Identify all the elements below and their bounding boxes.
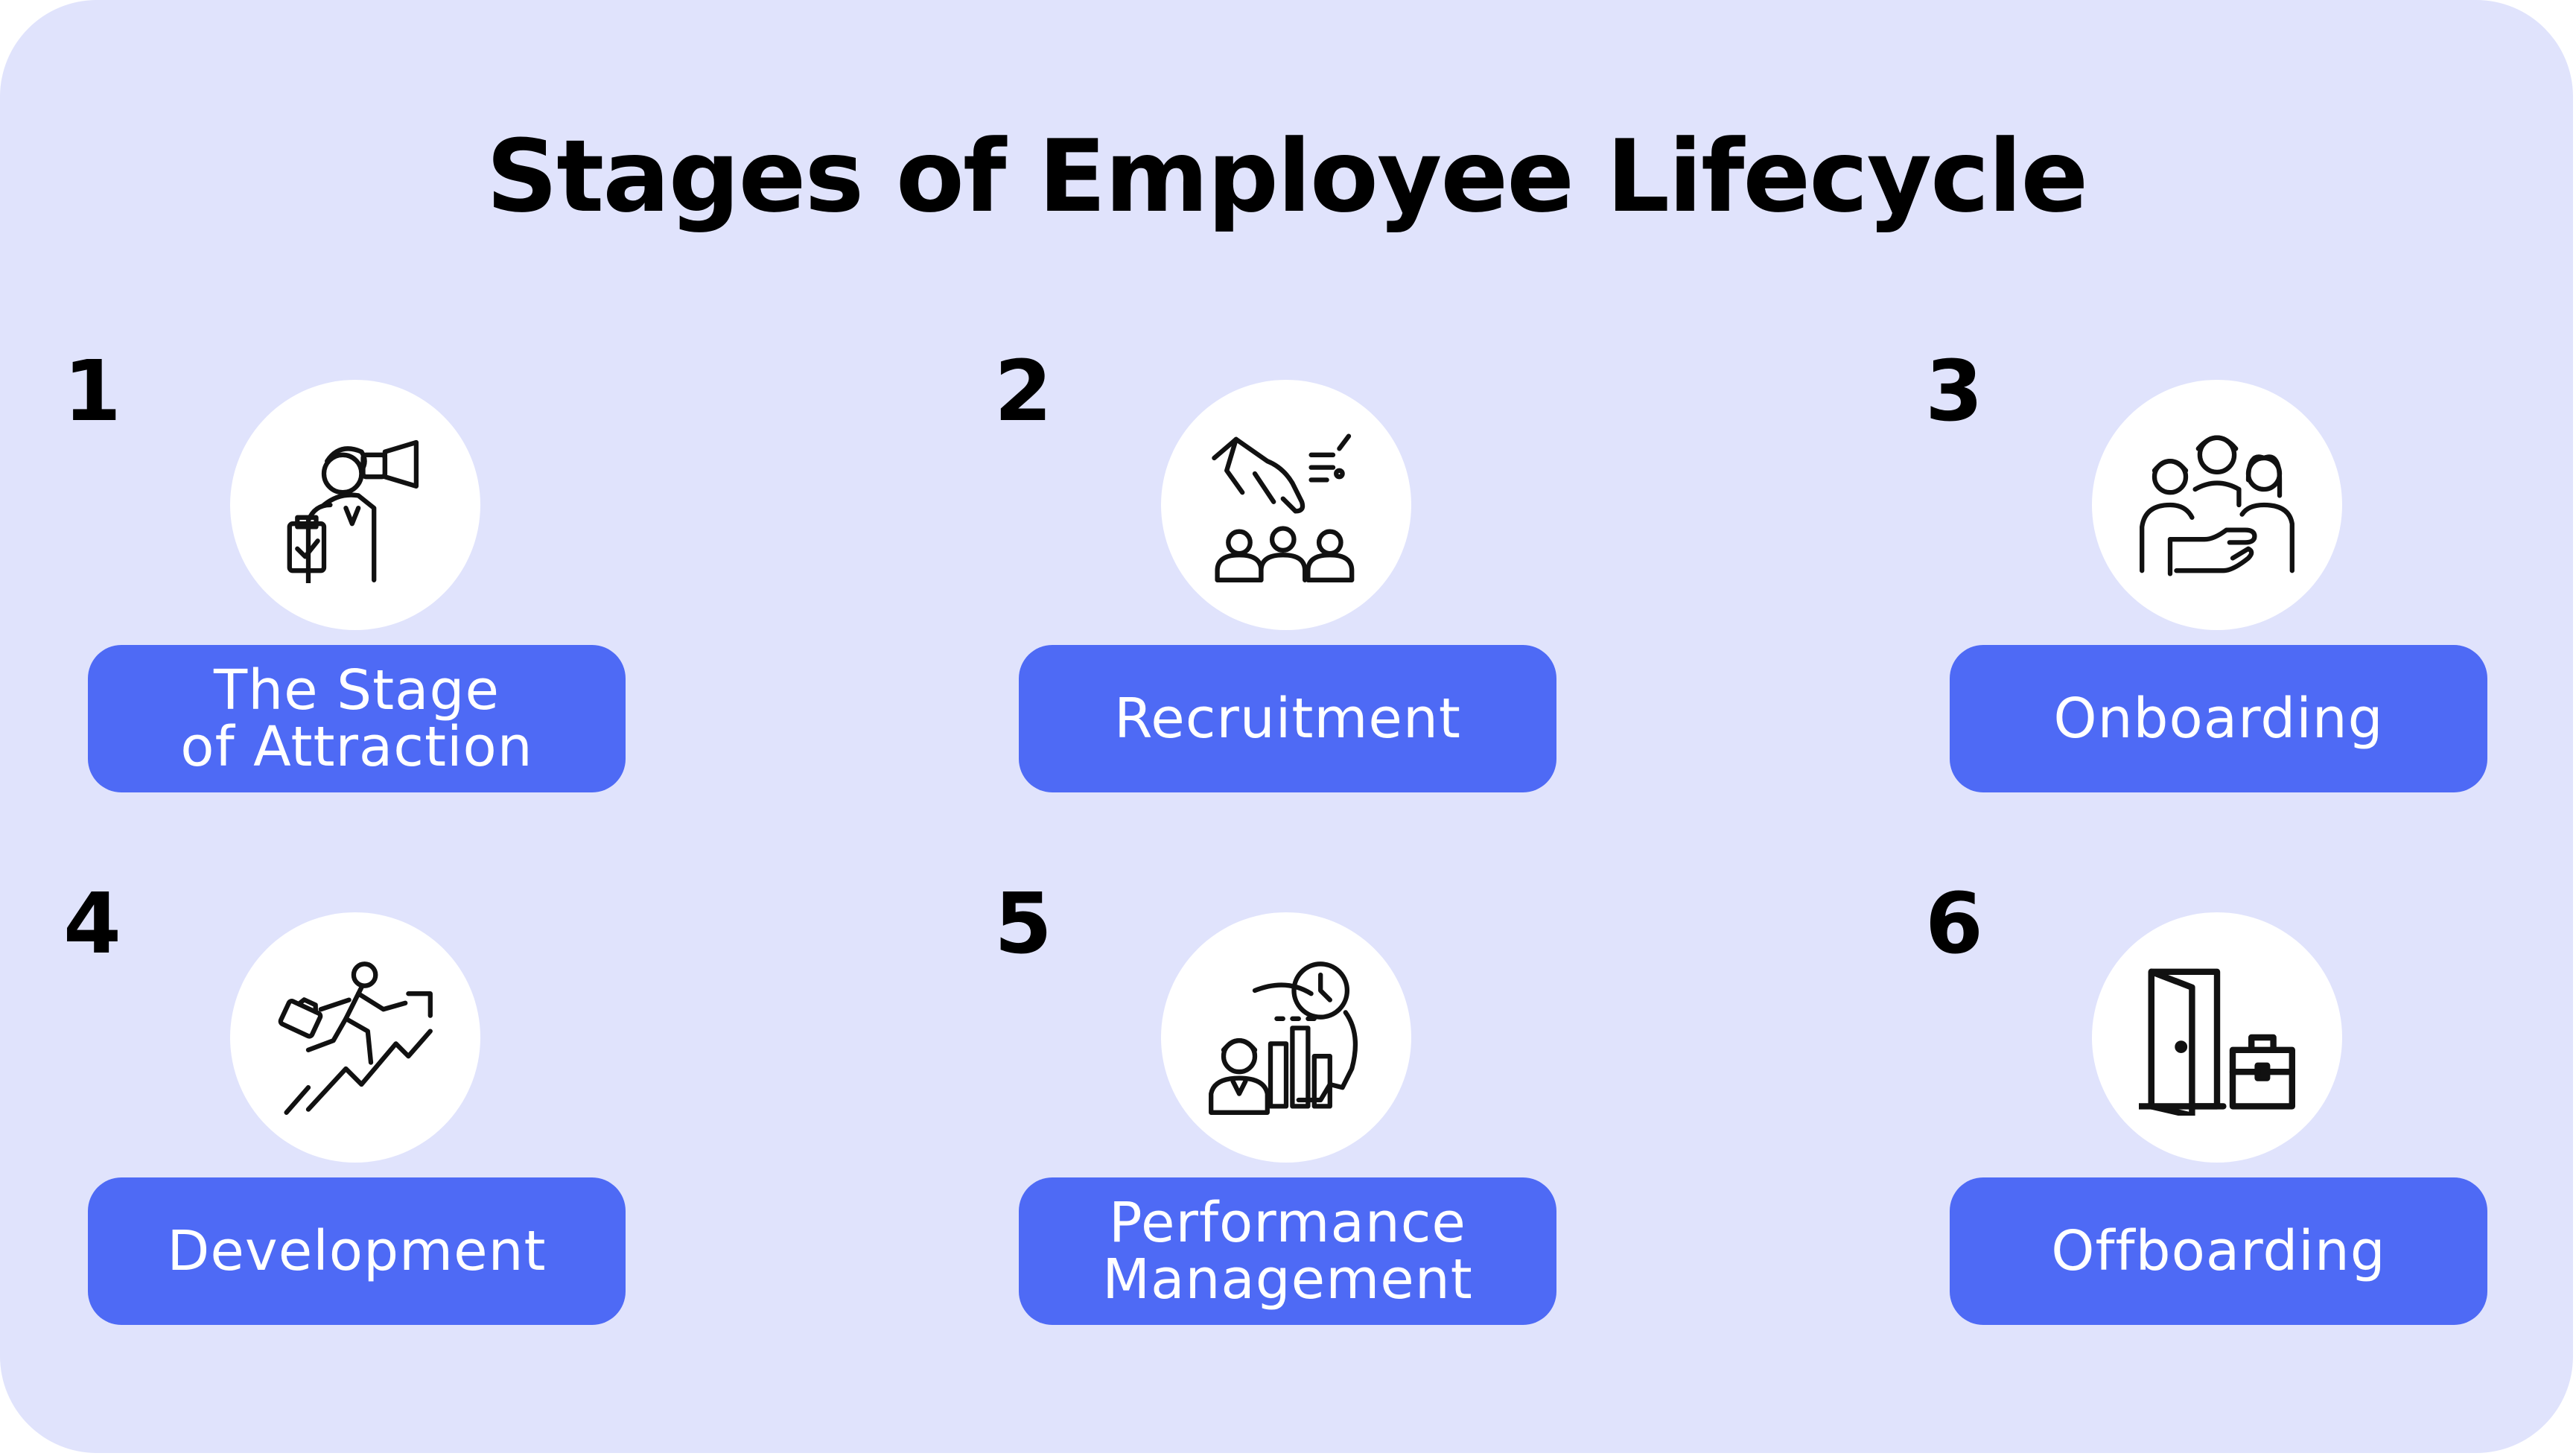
stage-label: Onboarding bbox=[2053, 687, 2384, 751]
stage-recruitment: 2 Recruitment bbox=[994, 350, 1739, 901]
icon-circle bbox=[1161, 912, 1411, 1163]
icon-circle bbox=[2092, 380, 2342, 630]
stage-attraction: 1 The Stage of Attraction bbox=[63, 350, 808, 901]
stage-label-pill: Offboarding bbox=[1950, 1177, 2487, 1325]
performance-gear-icon bbox=[1209, 961, 1358, 1115]
stage-number: 4 bbox=[63, 876, 121, 973]
stage-onboarding: 3 Onboarding bbox=[1925, 350, 2576, 901]
icon-circle bbox=[1161, 380, 1411, 630]
stage-number: 2 bbox=[994, 343, 1052, 440]
stage-number: 3 bbox=[1925, 343, 1983, 440]
hand-picking-candidate-icon bbox=[1212, 433, 1355, 582]
stage-label: Development bbox=[167, 1219, 547, 1283]
stage-offboarding: 6 Offboarding bbox=[1925, 883, 2576, 1434]
binoculars-person-icon bbox=[287, 439, 419, 583]
stage-label-pill: Performance Management bbox=[1019, 1177, 1556, 1325]
exit-door-briefcase-icon bbox=[2139, 968, 2295, 1116]
stage-label: The Stage of Attraction bbox=[180, 658, 533, 779]
stage-number: 1 bbox=[63, 343, 121, 440]
page-title: Stages of Employee Lifecycle bbox=[486, 118, 2089, 235]
stage-label: Recruitment bbox=[1114, 687, 1461, 751]
stage-label: Offboarding bbox=[2051, 1219, 2386, 1283]
stage-label: Performance Management bbox=[1102, 1191, 1473, 1312]
stage-label-pill: Recruitment bbox=[1019, 645, 1556, 792]
team-handshake-icon bbox=[2140, 435, 2294, 576]
stage-label-pill: The Stage of Attraction bbox=[88, 645, 626, 792]
stage-label-pill: Development bbox=[88, 1177, 626, 1325]
stage-label-pill: Onboarding bbox=[1950, 645, 2487, 792]
climbing-growth-icon bbox=[278, 961, 433, 1115]
stage-number: 5 bbox=[994, 876, 1052, 973]
icon-circle bbox=[2092, 912, 2342, 1163]
stage-performance-management: 5 Performance Management bbox=[994, 883, 1739, 1434]
icon-circle bbox=[230, 380, 480, 630]
icon-circle bbox=[230, 912, 480, 1163]
stage-number: 6 bbox=[1925, 876, 1983, 973]
stage-development: 4 Development bbox=[63, 883, 808, 1434]
